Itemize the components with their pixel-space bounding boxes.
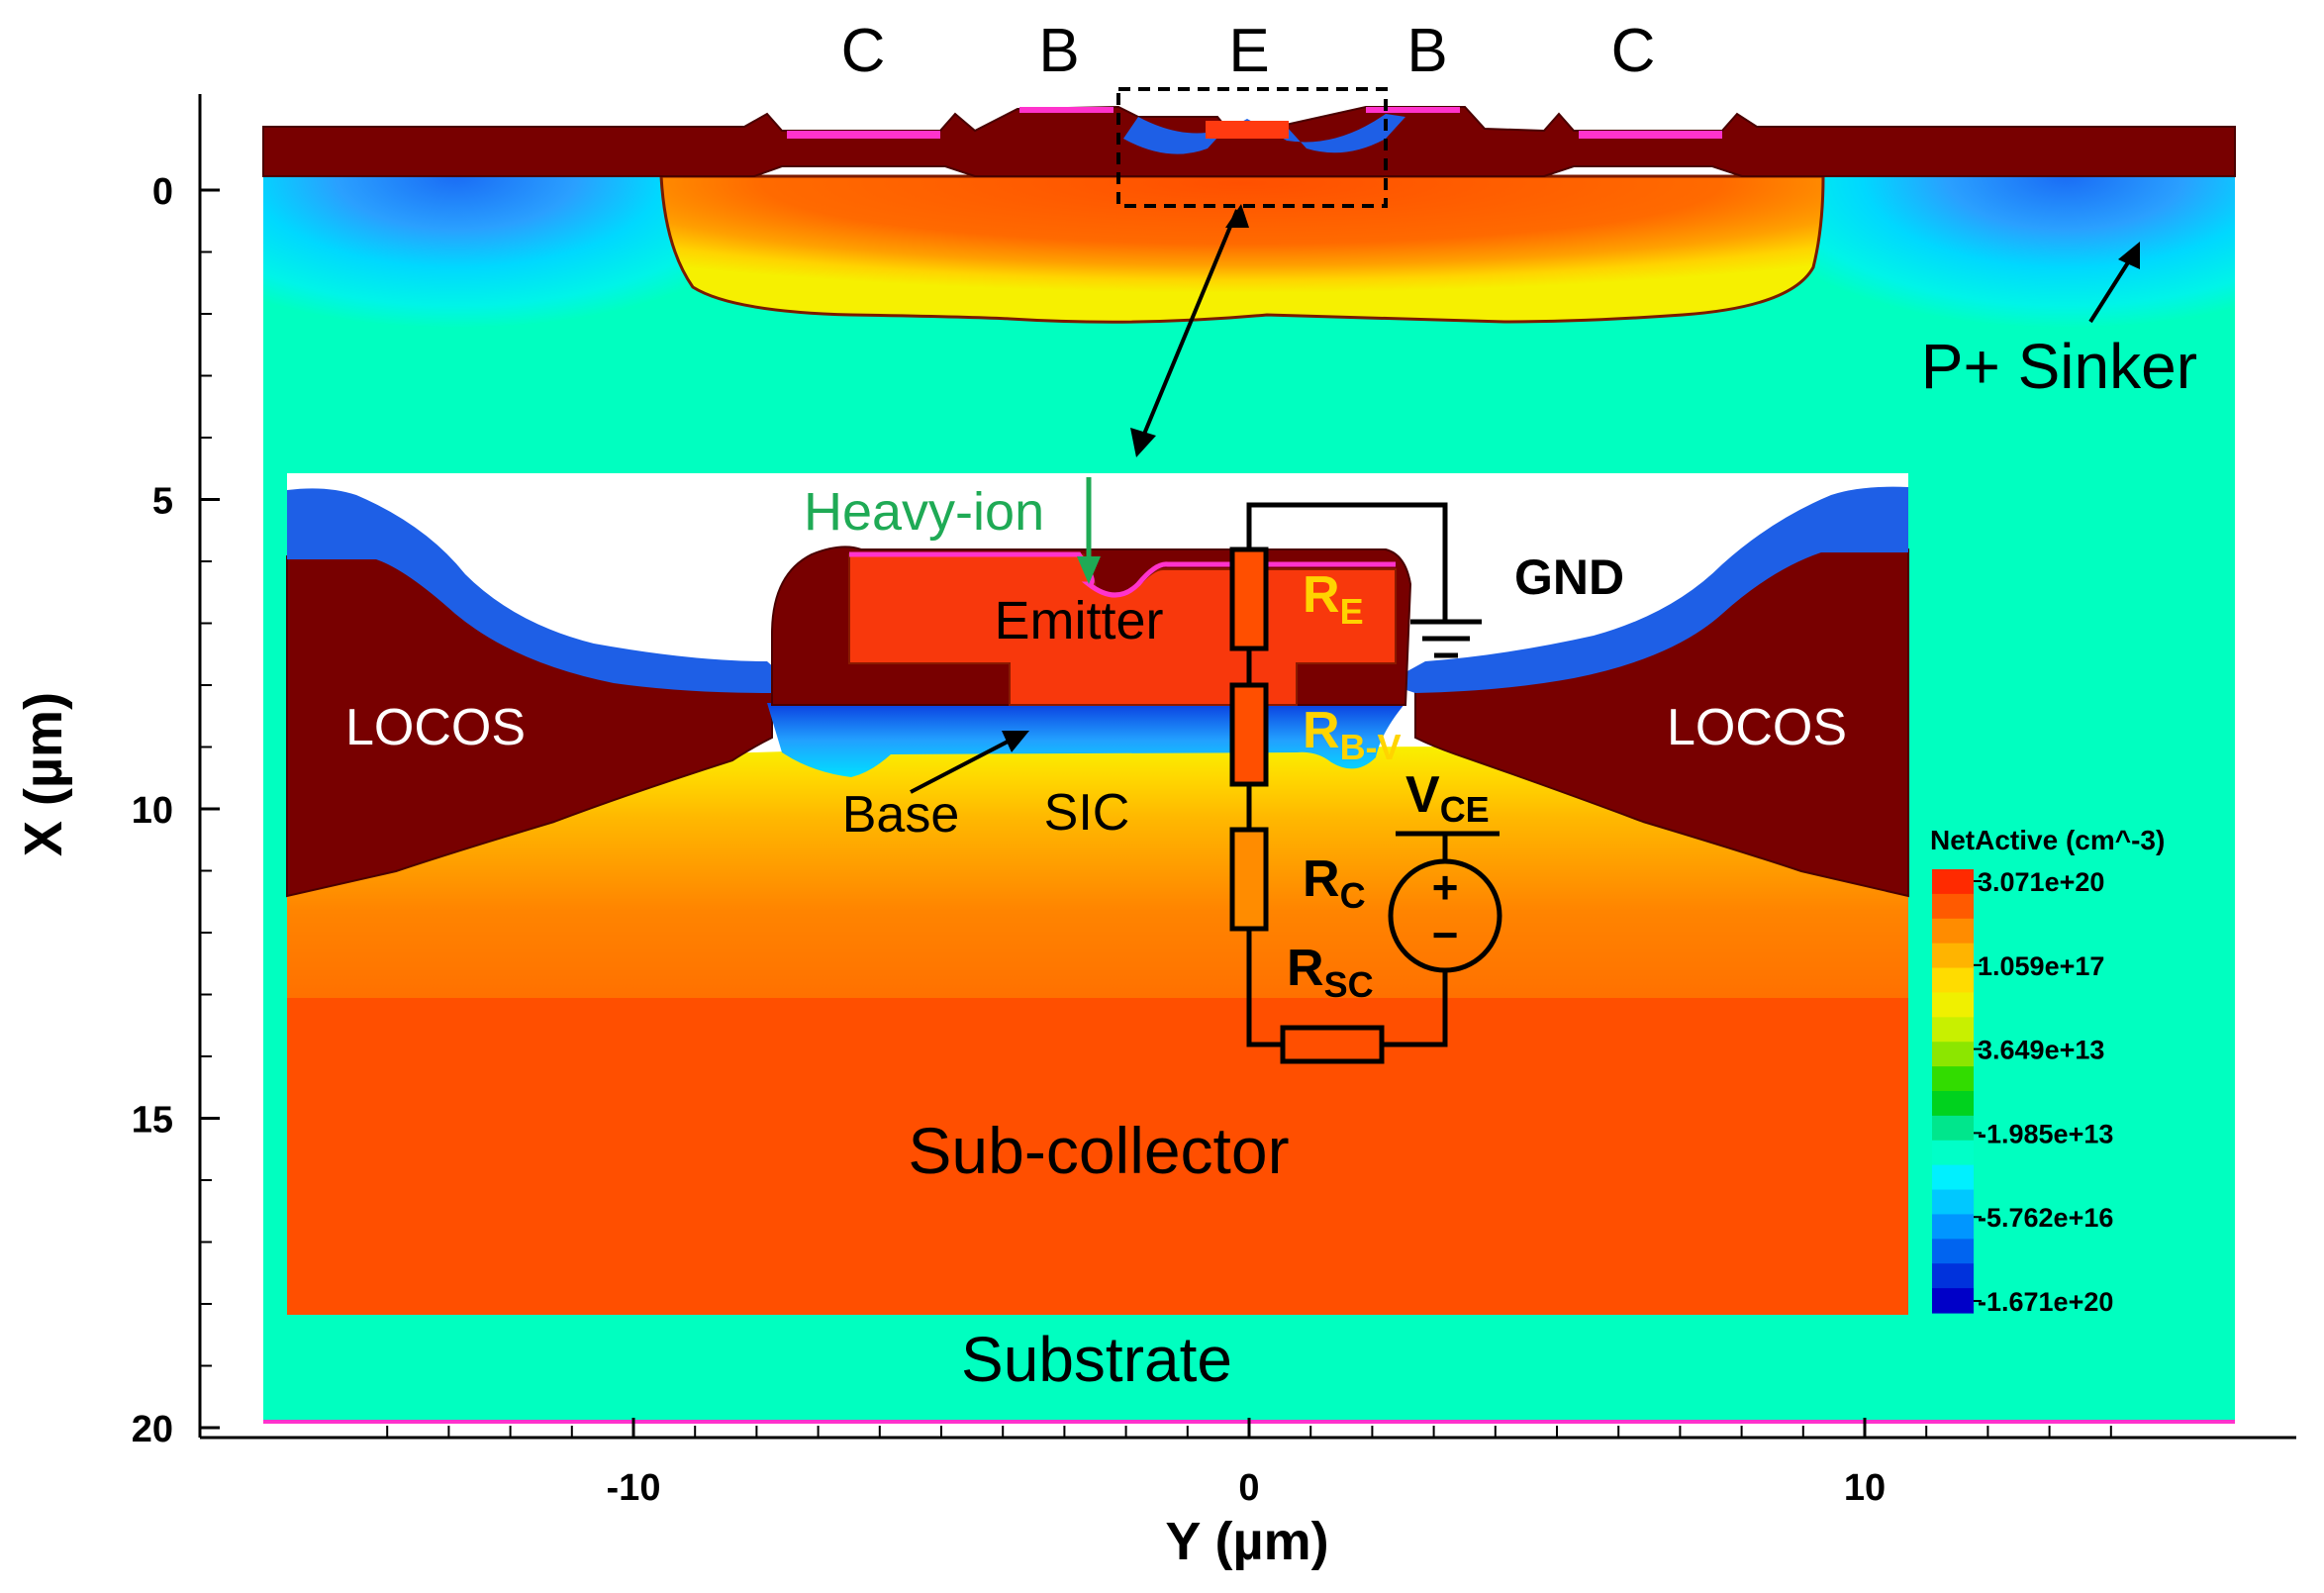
legend-swatch — [1932, 1042, 1974, 1067]
legend-value-label: 3.071e+20 — [1978, 867, 2104, 897]
legend-color-bar — [1932, 869, 1974, 1314]
legend-swatch — [1932, 869, 1974, 895]
resistor-re — [1229, 547, 1269, 651]
resistor-rbv — [1229, 682, 1269, 787]
sub-collector-region — [287, 998, 1908, 1315]
terminal-c-left: C — [841, 17, 886, 85]
legend-swatch — [1932, 1017, 1974, 1043]
legend-swatch — [1932, 1189, 1974, 1216]
base-arrow-line — [910, 739, 1011, 794]
zoom-arrow-line — [1138, 209, 1239, 445]
legend-swatch — [1932, 1288, 1974, 1314]
legend-value-label: 1.059e+17 — [1978, 951, 2104, 981]
legend: NetActive (cm^-3) 3.071e+20 1.059e+17 3.64… — [1930, 825, 2165, 1317]
legend-swatch — [1932, 1214, 1974, 1240]
legend-swatch — [1932, 1164, 1974, 1191]
legend-title: NetActive (cm^-3) — [1930, 825, 2165, 855]
legend-swatch — [1932, 918, 1974, 945]
x-axis-label: Y (µm) — [1165, 1512, 1328, 1571]
emitter-top-detail — [1123, 114, 1405, 154]
p-sinker-right — [1811, 176, 2235, 366]
substrate-label: Substrate — [961, 1324, 1232, 1395]
terminal-e: E — [1228, 17, 1269, 85]
legend-swatch — [1932, 1140, 1974, 1166]
y-axis-label: X (µm) — [14, 692, 73, 856]
legend-swatch — [1932, 1239, 1974, 1264]
emitter-contact-top — [1206, 121, 1289, 139]
sic-label: SIC — [1044, 784, 1130, 842]
contact-metal-c-right — [1579, 131, 1722, 139]
resistor-rsc — [1280, 1025, 1385, 1064]
legend-value-label: -5.762e+16 — [1978, 1203, 2113, 1233]
legend-swatch — [1932, 893, 1974, 920]
inset-zoom: Heavy-ion Emitter LOCOS LOCOS Base SIC S… — [286, 473, 1909, 1315]
contact-metal-c-left — [787, 131, 940, 139]
contact-metal-b-right — [1366, 107, 1460, 113]
y-tick-label: 5 — [152, 481, 173, 523]
sinker-arrow-head — [2118, 242, 2140, 269]
zoom-box — [1116, 87, 1388, 208]
sinker-arrow-line — [2088, 257, 2132, 324]
terminal-c-right: C — [1611, 17, 1656, 85]
terminal-b-right: B — [1406, 17, 1447, 85]
inset-collector-doping — [287, 747, 1908, 1000]
y-tick-label: 20 — [132, 1409, 173, 1450]
legend-value-label: -1.671e+20 — [1978, 1287, 2113, 1317]
locos-left-label: LOCOS — [345, 699, 526, 756]
zoom-arrow-tail — [1225, 204, 1249, 228]
rc-label: RC — [1303, 850, 1366, 916]
legend-swatch — [1932, 943, 1974, 969]
axes: 0 5 10 15 20 -10 0 10 Y (µm) X (µm) — [14, 94, 2296, 1571]
heavy-ion-label: Heavy-ion — [804, 482, 1044, 542]
oxide-top-strip — [262, 105, 2236, 177]
legend-swatch — [1932, 1263, 1974, 1289]
y-tick-label: 10 — [132, 790, 173, 832]
p-sinker-label: P+ Sinker — [1921, 331, 2197, 402]
terminal-b-left: B — [1038, 17, 1079, 85]
oxide-band-right — [1386, 486, 1908, 693]
p-sinker-left — [263, 176, 693, 366]
legend-swatch — [1932, 1066, 1974, 1092]
locos-right-label: LOCOS — [1667, 699, 1847, 756]
x-tick-label: -10 — [607, 1467, 661, 1509]
legend-value-label: 3.649e+13 — [1978, 1036, 2104, 1065]
legend-value-labels: 3.071e+20 1.059e+17 3.649e+13 -1.985e+13 -5.… — [1974, 867, 2113, 1317]
x-tick-label: 10 — [1844, 1467, 1886, 1509]
base-arrow-head — [1002, 731, 1029, 752]
zoom-arrow-head — [1130, 428, 1156, 457]
x-tick-label: 0 — [1238, 1467, 1259, 1509]
legend-swatch — [1932, 992, 1974, 1018]
vce-plus: + — [1432, 861, 1459, 913]
rsc-label: RSC — [1287, 940, 1374, 1005]
legend-swatch — [1932, 1091, 1974, 1117]
sub-collector-label: Sub-collector — [908, 1114, 1289, 1187]
rbv-label: RB-V — [1303, 702, 1402, 767]
oxide-band-left — [287, 488, 792, 693]
base-label: Base — [842, 786, 960, 844]
y-axis-ticks: 0 5 10 15 20 — [132, 171, 220, 1450]
gnd-label: GND — [1514, 549, 1624, 605]
x-axis-ticks: -10 0 10 — [386, 1418, 2112, 1509]
legend-swatch — [1932, 1115, 1974, 1142]
vce-minus: − — [1432, 909, 1459, 960]
emitter-label: Emitter — [994, 591, 1163, 650]
re-label: RE — [1303, 566, 1364, 632]
collector-well — [659, 174, 1825, 324]
resistor-rc — [1229, 827, 1269, 932]
contact-metal-b-left — [1019, 107, 1114, 113]
y-tick-label: 0 — [152, 171, 173, 213]
y-tick-label: 15 — [132, 1100, 173, 1142]
heavy-ion-arrow-head — [1077, 556, 1101, 584]
legend-value-label: -1.985e+13 — [1978, 1119, 2113, 1148]
legend-swatch — [1932, 967, 1974, 994]
vce-label: VCE — [1405, 766, 1490, 830]
